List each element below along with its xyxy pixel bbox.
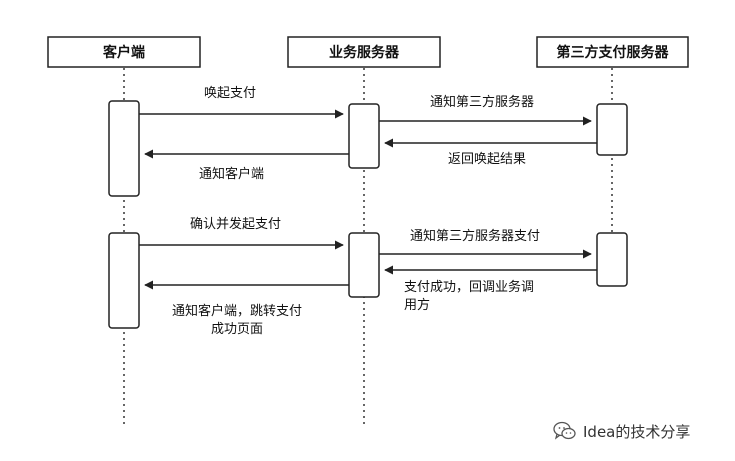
message-label-notify-client-redirect: 通知客户端，跳转支付 成功页面 xyxy=(172,304,303,337)
activation-bar-third-1 xyxy=(596,103,628,156)
activation-bar-biz-2 xyxy=(348,232,380,298)
message-label-return-invoke-result: 返回唤起结果 xyxy=(448,152,527,167)
activation-bar-biz-1 xyxy=(348,103,380,169)
watermark-text: Idea的技术分享 xyxy=(583,422,691,441)
watermark: Idea的技术分享 xyxy=(553,420,690,442)
participant-box-client xyxy=(47,36,201,68)
participant-label-third-party-server: 第三方支付服务器 xyxy=(556,45,669,61)
activation-bar-third-2 xyxy=(596,232,628,287)
participant-box-third-party-server xyxy=(536,36,689,68)
wechat-icon xyxy=(553,421,576,440)
participant-label-biz-server: 业务服务器 xyxy=(329,45,399,61)
message-label-invoke-payment: 唤起支付 xyxy=(204,86,257,101)
activation-bar-client-1 xyxy=(108,100,140,197)
message-label-payment-success-callback: 支付成功，回调业务调 用方 xyxy=(404,280,535,313)
participant-box-biz-server xyxy=(287,36,441,68)
participant-label-client: 客户端 xyxy=(103,45,145,61)
message-label-notify-client: 通知客户端 xyxy=(199,167,265,182)
activation-bar-client-2 xyxy=(108,232,140,329)
message-label-confirm-payment: 确认并发起支付 xyxy=(190,217,282,232)
message-label-notify-third-party-pay: 通知第三方服务器支付 xyxy=(410,229,541,244)
message-label-notify-third-party: 通知第三方服务器 xyxy=(430,95,535,110)
